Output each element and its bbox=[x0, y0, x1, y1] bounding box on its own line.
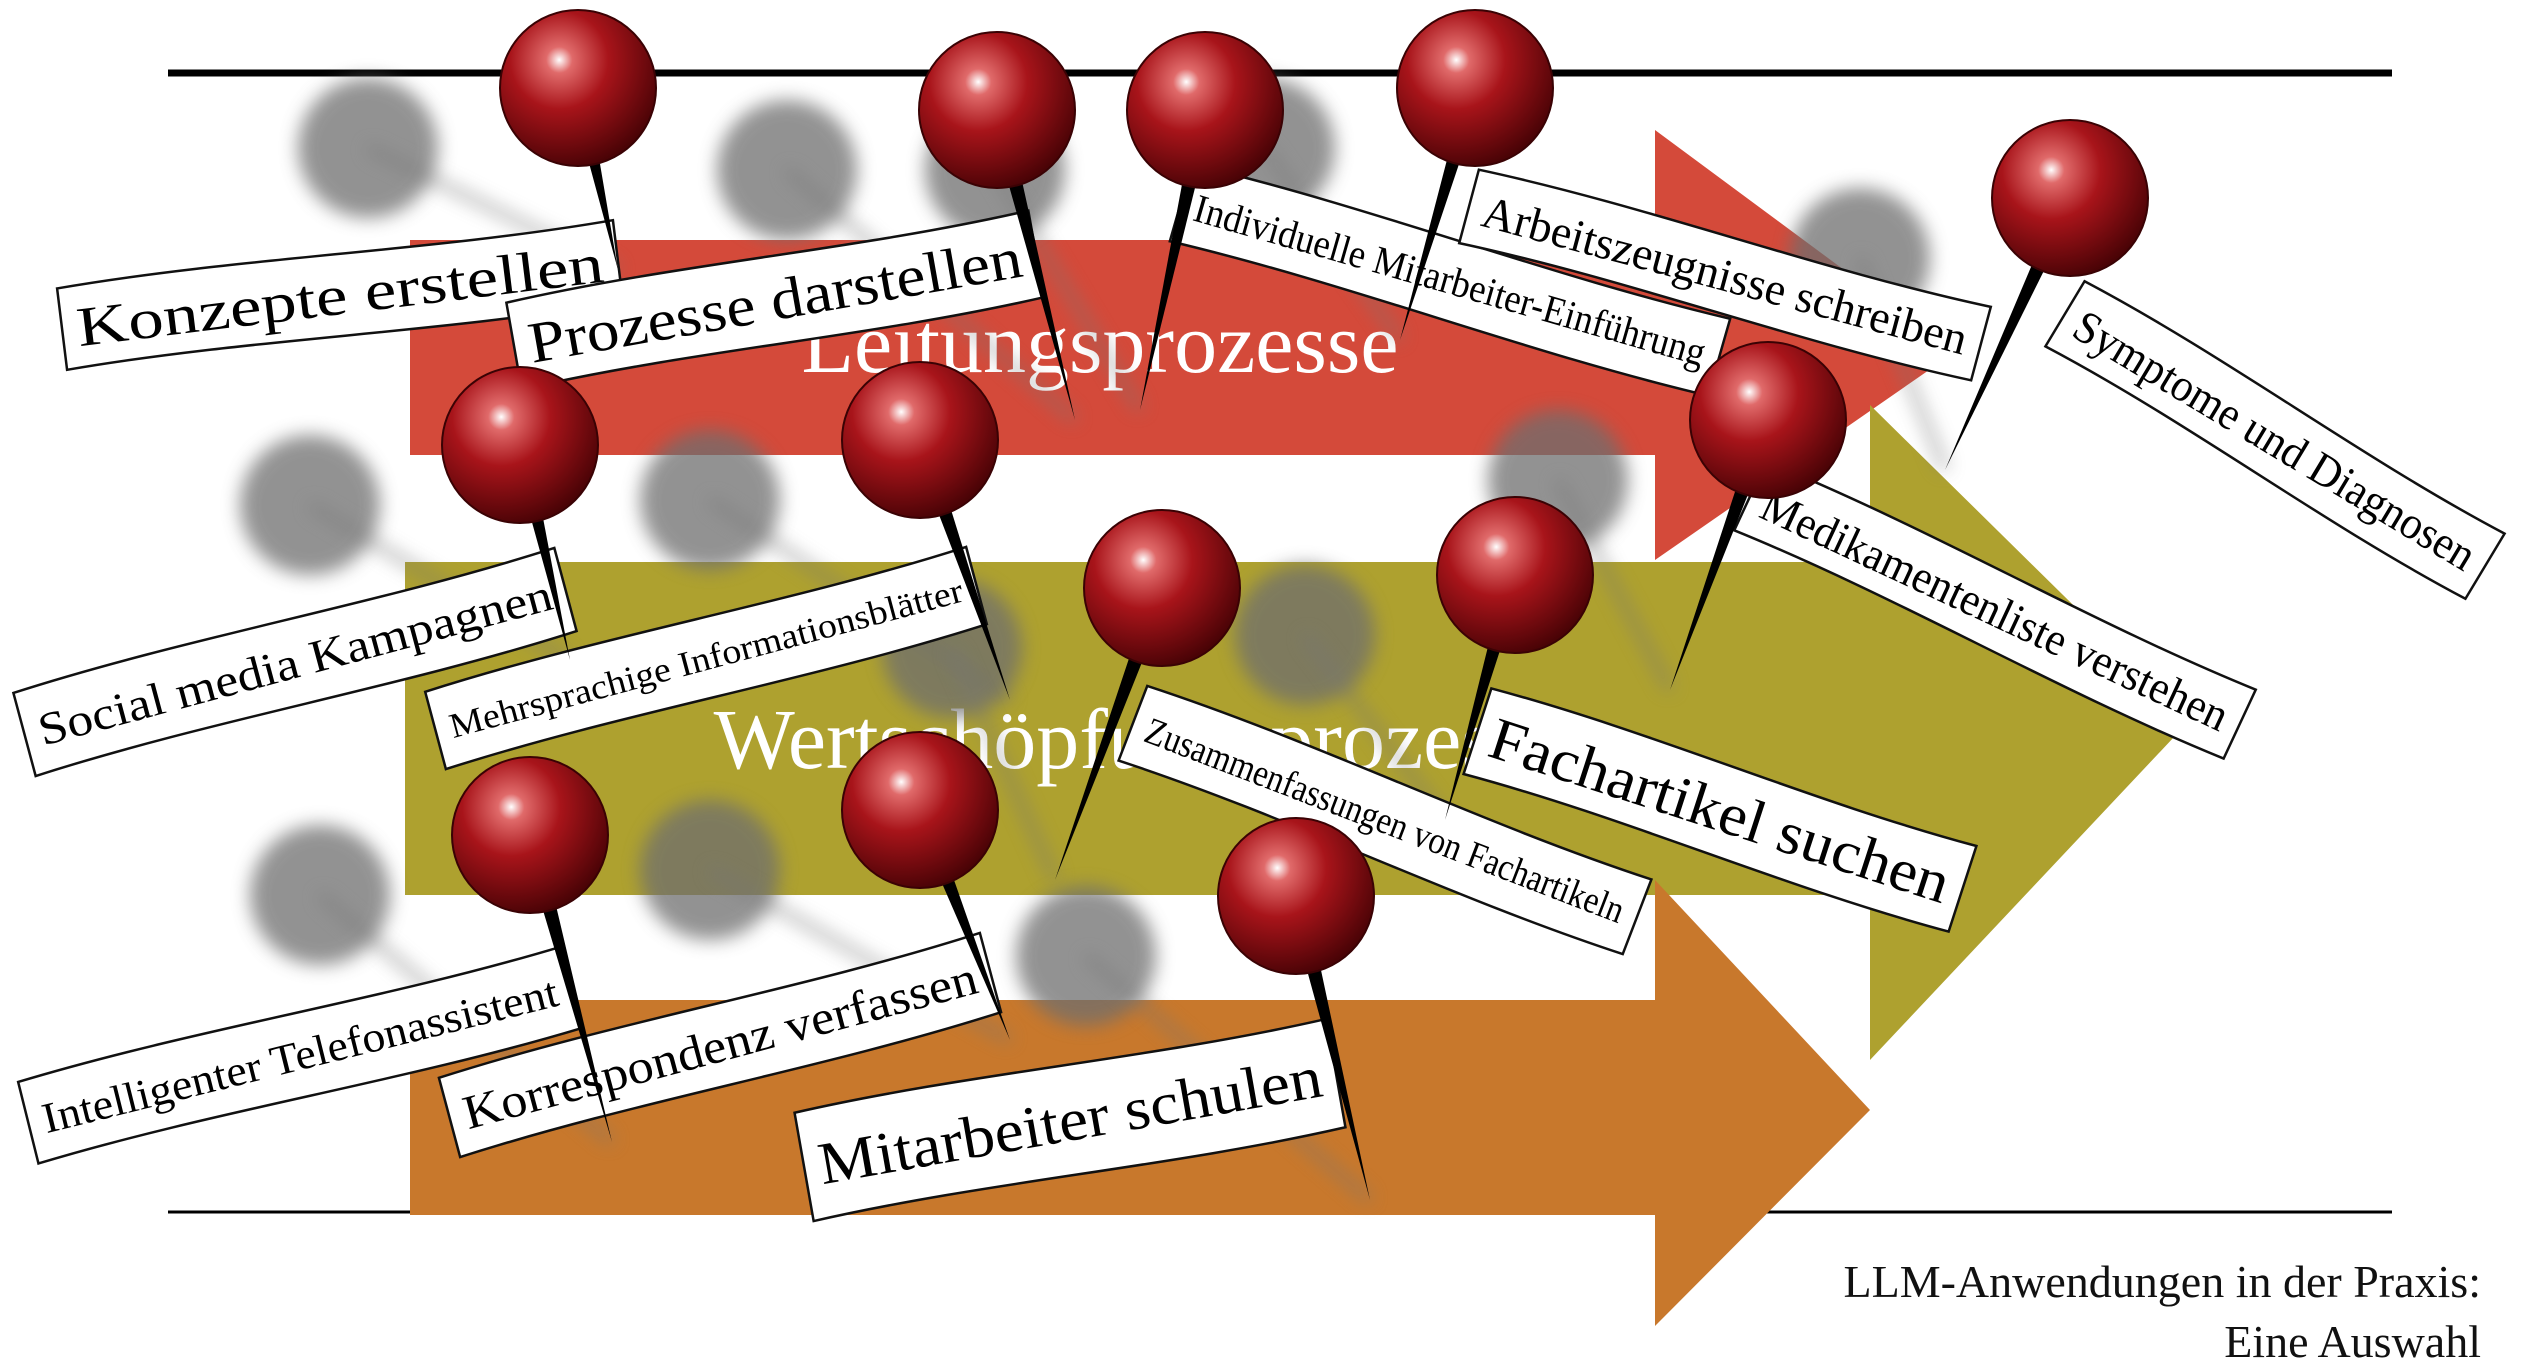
pin-head bbox=[1396, 9, 1554, 167]
push-pin bbox=[1396, 9, 1554, 341]
pin-head bbox=[918, 31, 1076, 189]
caption: LLM-Anwendungen in der Praxis: Eine Ausw… bbox=[1581, 1252, 2482, 1372]
push-pin bbox=[1436, 496, 1594, 820]
push-pins bbox=[441, 9, 2149, 1200]
pin-needle-shadow bbox=[948, 646, 1059, 882]
process-diagram: LeitungsprozesseWertschöpfungsprozesseSu… bbox=[11, 9, 2507, 1326]
flag-banner bbox=[793, 1017, 1347, 1223]
push-pin bbox=[441, 366, 599, 660]
push-pin bbox=[1945, 119, 2149, 470]
push-pin bbox=[841, 731, 1010, 1040]
pin-needle-shadow bbox=[1554, 478, 1674, 692]
flag-banner bbox=[1732, 459, 2258, 761]
caption-line-2: Eine Auswahl bbox=[2224, 1316, 2481, 1367]
flag-banner bbox=[437, 931, 1003, 1159]
flag-banner bbox=[1457, 168, 1993, 382]
pin-head bbox=[441, 366, 599, 524]
flag-banner bbox=[1116, 684, 1654, 956]
pin-head bbox=[841, 361, 999, 519]
pin-head bbox=[1436, 496, 1594, 654]
pin-head bbox=[1217, 817, 1375, 975]
push-pin bbox=[499, 9, 657, 270]
pin-head bbox=[451, 756, 609, 914]
flag-banner bbox=[11, 546, 579, 778]
flag-banner bbox=[423, 545, 989, 771]
pin-head bbox=[1689, 341, 1847, 499]
flag-banner bbox=[2043, 279, 2507, 601]
pin-head bbox=[1083, 509, 1241, 667]
push-pin bbox=[1217, 817, 1375, 1200]
push-pin bbox=[841, 361, 1010, 700]
push-pin bbox=[918, 31, 1076, 421]
caption-line-1: LLM-Anwendungen in der Praxis: bbox=[1843, 1256, 2482, 1307]
push-pin bbox=[1126, 31, 1284, 410]
push-pin bbox=[451, 756, 612, 1142]
pin-head bbox=[841, 731, 999, 889]
flag-banner bbox=[1461, 686, 1979, 934]
flag-symptome: Symptome und Diagnosen bbox=[2043, 279, 2507, 601]
push-pin bbox=[1670, 341, 1847, 690]
flag-label-symptome: Symptome und Diagnosen bbox=[2065, 300, 2486, 581]
pin-shadows bbox=[240, 78, 1949, 1204]
arrow-wertschoepfungsprozesse bbox=[405, 405, 2190, 1060]
pin-head bbox=[1126, 31, 1284, 189]
pin-needle-shadow bbox=[1301, 632, 1449, 823]
pin-head bbox=[1991, 119, 2149, 277]
pin-head bbox=[499, 9, 657, 167]
push-pin bbox=[1055, 509, 1241, 880]
